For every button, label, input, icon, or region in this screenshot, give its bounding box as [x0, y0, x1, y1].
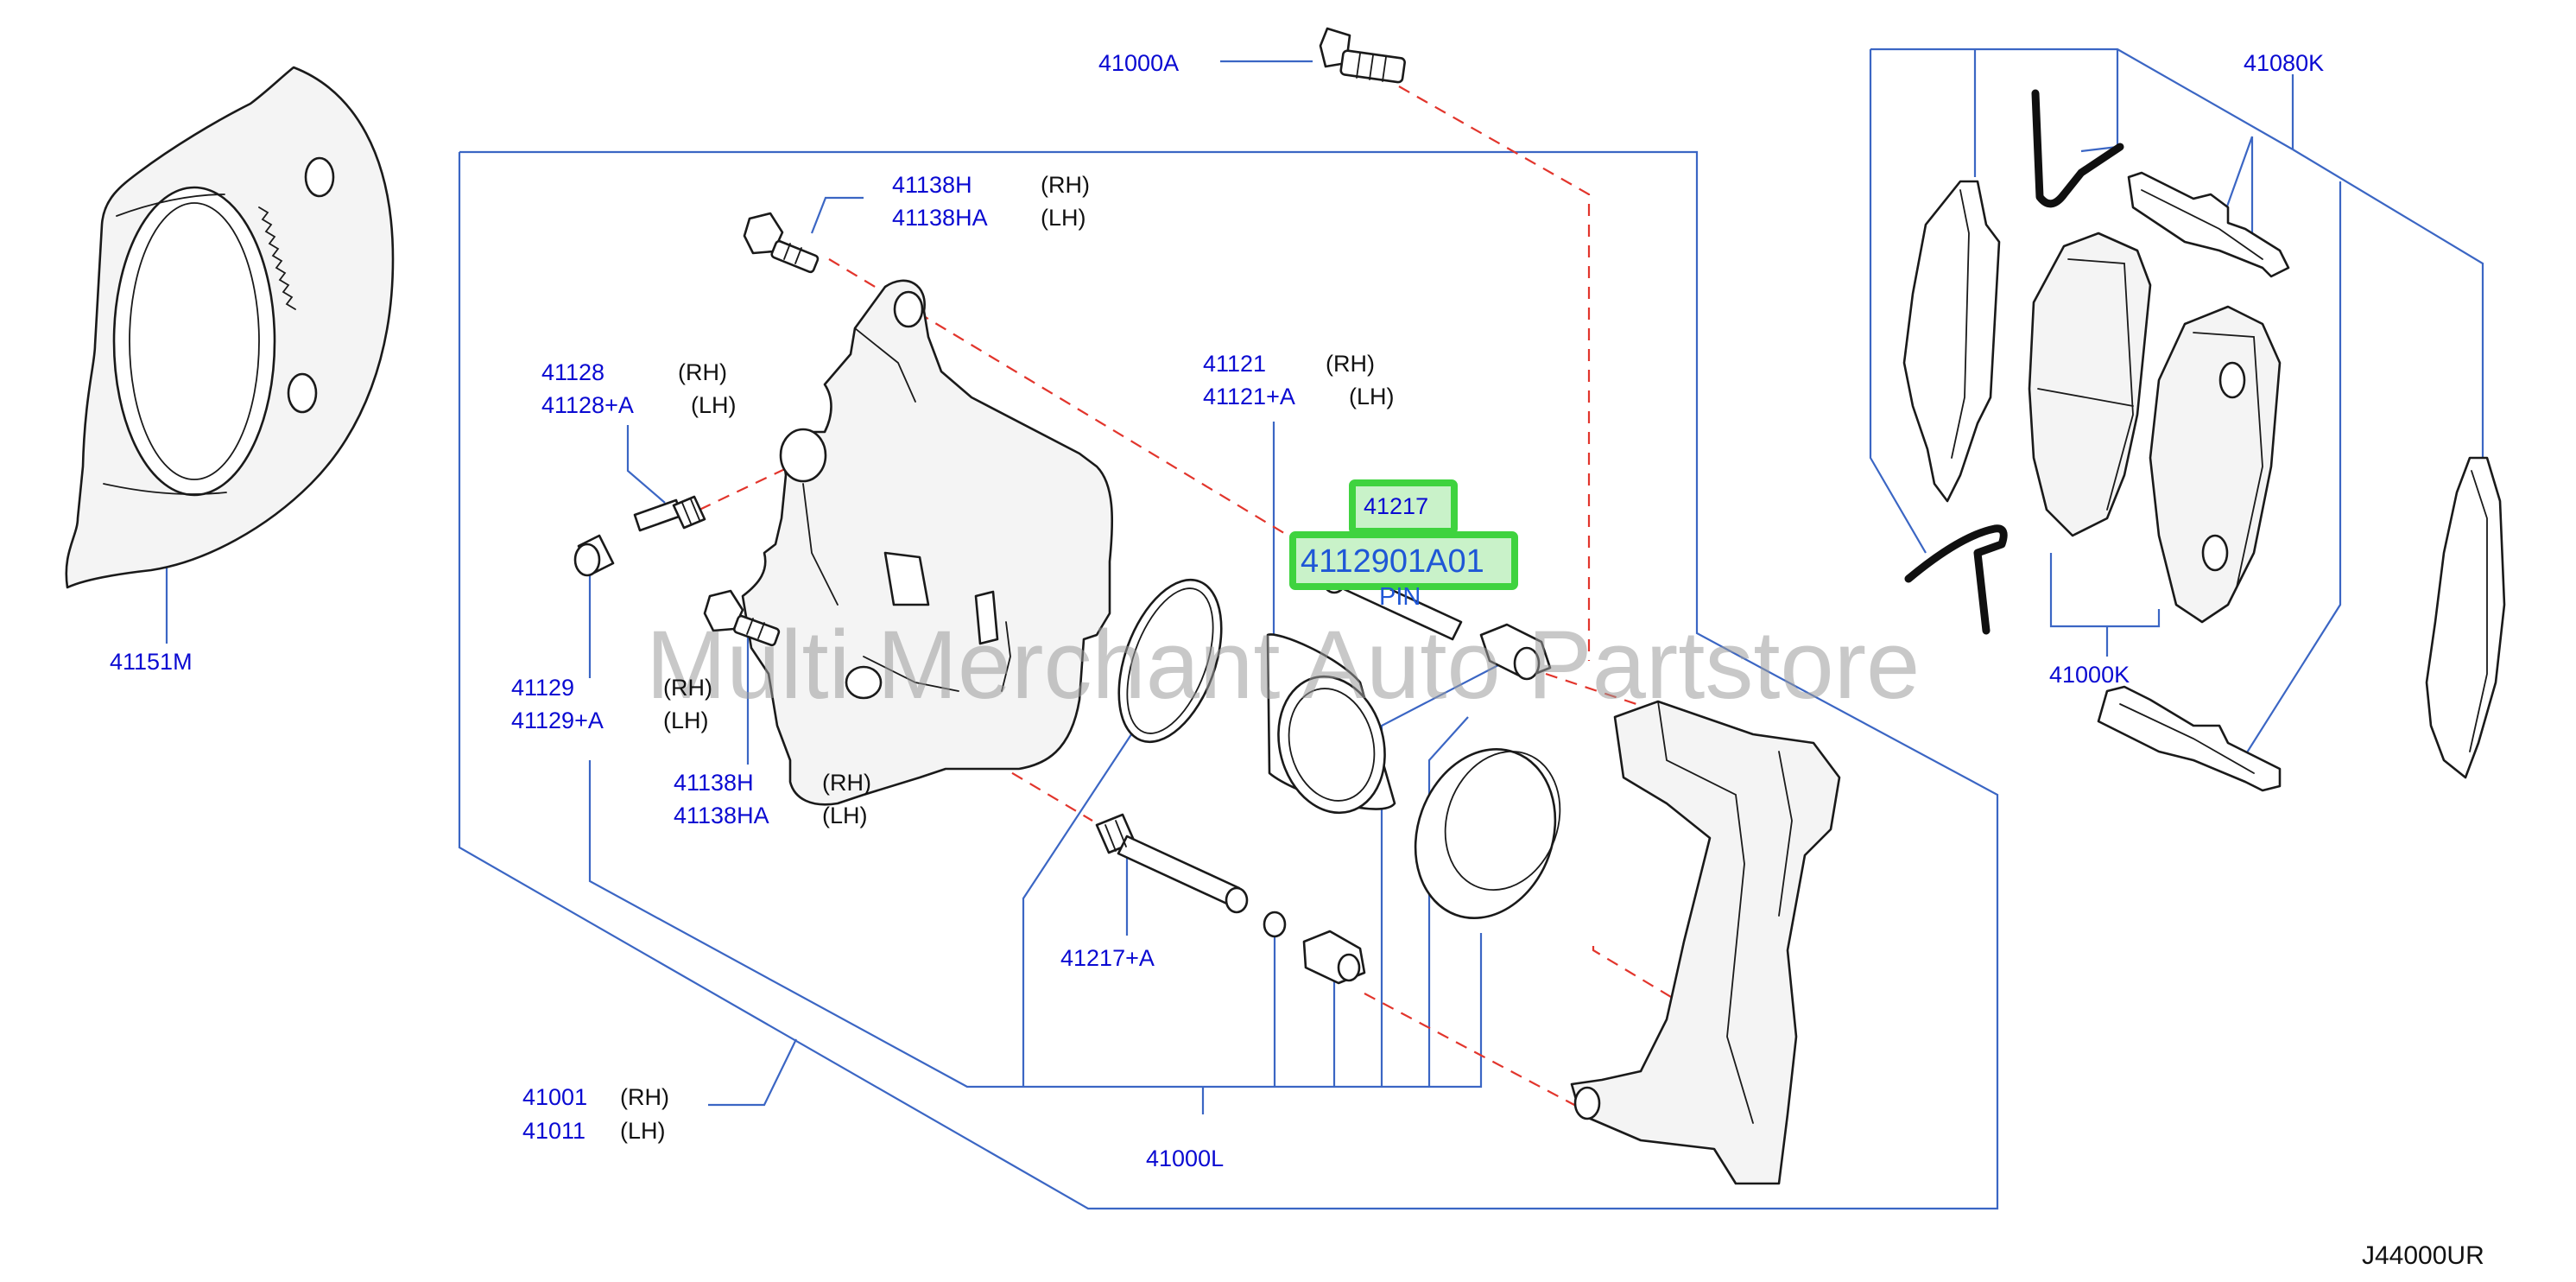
label-41129-side: (RH): [663, 675, 712, 701]
brake-pad-outer: [2149, 305, 2282, 624]
callout-labels: 41000A 41080K 41138H (RH) 41138HA (LH) 4…: [110, 50, 2324, 1171]
label-41138h-lower-side: (RH): [822, 770, 871, 796]
guide-bolt-lower: [703, 589, 781, 647]
piston-seal: [1117, 578, 1223, 744]
label-41000k[interactable]: 41000K: [2049, 662, 2130, 688]
leader-lines: [165, 48, 2484, 1210]
splash-shield: [65, 66, 395, 589]
label-41138h-top[interactable]: 41138H: [892, 172, 972, 198]
label-41217a[interactable]: 41217+A: [1060, 945, 1155, 971]
guide-bolt-top: [743, 212, 820, 274]
label-41001[interactable]: 41001: [522, 1084, 587, 1110]
label-41128a[interactable]: 41128+A: [541, 392, 634, 418]
label-pin[interactable]: PIN: [1379, 583, 1421, 611]
label-41151m[interactable]: 41151M: [110, 649, 193, 675]
label-41011[interactable]: 41011: [522, 1118, 585, 1144]
mounting-bolt: [1319, 27, 1406, 84]
highlight-boxes: [1289, 479, 1518, 590]
label-41129[interactable]: 41129: [511, 675, 574, 701]
label-41001-side: (RH): [620, 1084, 669, 1110]
label-41138h-lower[interactable]: 41138H: [674, 770, 754, 796]
caliper-piston: [1266, 633, 1396, 815]
diagram-ref-code: J44000UR: [2362, 1241, 2484, 1270]
anti-rattle-spring-lower: [1904, 524, 2008, 635]
label-41129a-side: (LH): [663, 708, 709, 733]
label-41138ha-top-side: (LH): [1041, 205, 1086, 231]
label-41121-side: (RH): [1326, 351, 1375, 377]
bushing-boot: [1302, 930, 1366, 985]
guide-pin-lower: [1095, 813, 1249, 914]
label-41128[interactable]: 41128: [541, 359, 604, 385]
label-41138ha-lower[interactable]: 41138HA: [674, 803, 769, 828]
label-41138ha-top[interactable]: 41138HA: [892, 205, 988, 231]
label-41128a-side: (LH): [691, 392, 737, 418]
pad-retainer-top: [2127, 171, 2290, 278]
anti-rattle-spring: [2031, 89, 2124, 208]
bleeder-screw: [633, 495, 706, 532]
pad-shim-right: [2425, 456, 2506, 779]
label-41128-side: (RH): [678, 359, 727, 385]
label-part-code-highlight[interactable]: 4112901A01: [1301, 543, 1484, 580]
pin-boot: [1479, 623, 1552, 681]
label-41217-highlight[interactable]: 41217: [1364, 493, 1428, 519]
label-41000l[interactable]: 41000L: [1146, 1146, 1224, 1171]
bleeder-cap: [573, 534, 615, 577]
pad-retainer-bottom: [2097, 685, 2282, 792]
label-41121a[interactable]: 41121+A: [1203, 384, 1295, 409]
brake-pad-inner: [2028, 232, 2152, 537]
label-41138h-top-side: (RH): [1041, 172, 1090, 198]
caliper-bracket: [1570, 700, 1841, 1185]
pad-shim-left: [1902, 180, 2001, 503]
label-41080k[interactable]: 41080K: [2244, 50, 2324, 76]
caliper-housing: [741, 279, 1114, 806]
label-41138ha-lower-side: (LH): [822, 803, 868, 828]
label-41011-side: (LH): [620, 1118, 666, 1144]
label-41000a[interactable]: 41000A: [1098, 50, 1179, 76]
label-41129a[interactable]: 41129+A: [511, 708, 604, 733]
piston-dust-boot: [1414, 748, 1561, 919]
label-41121a-side: (LH): [1349, 384, 1395, 409]
watermark: Multi Merchant Auto Partstore: [646, 611, 1920, 719]
bushing-small: [1263, 911, 1287, 938]
label-41121[interactable]: 41121: [1203, 351, 1266, 377]
